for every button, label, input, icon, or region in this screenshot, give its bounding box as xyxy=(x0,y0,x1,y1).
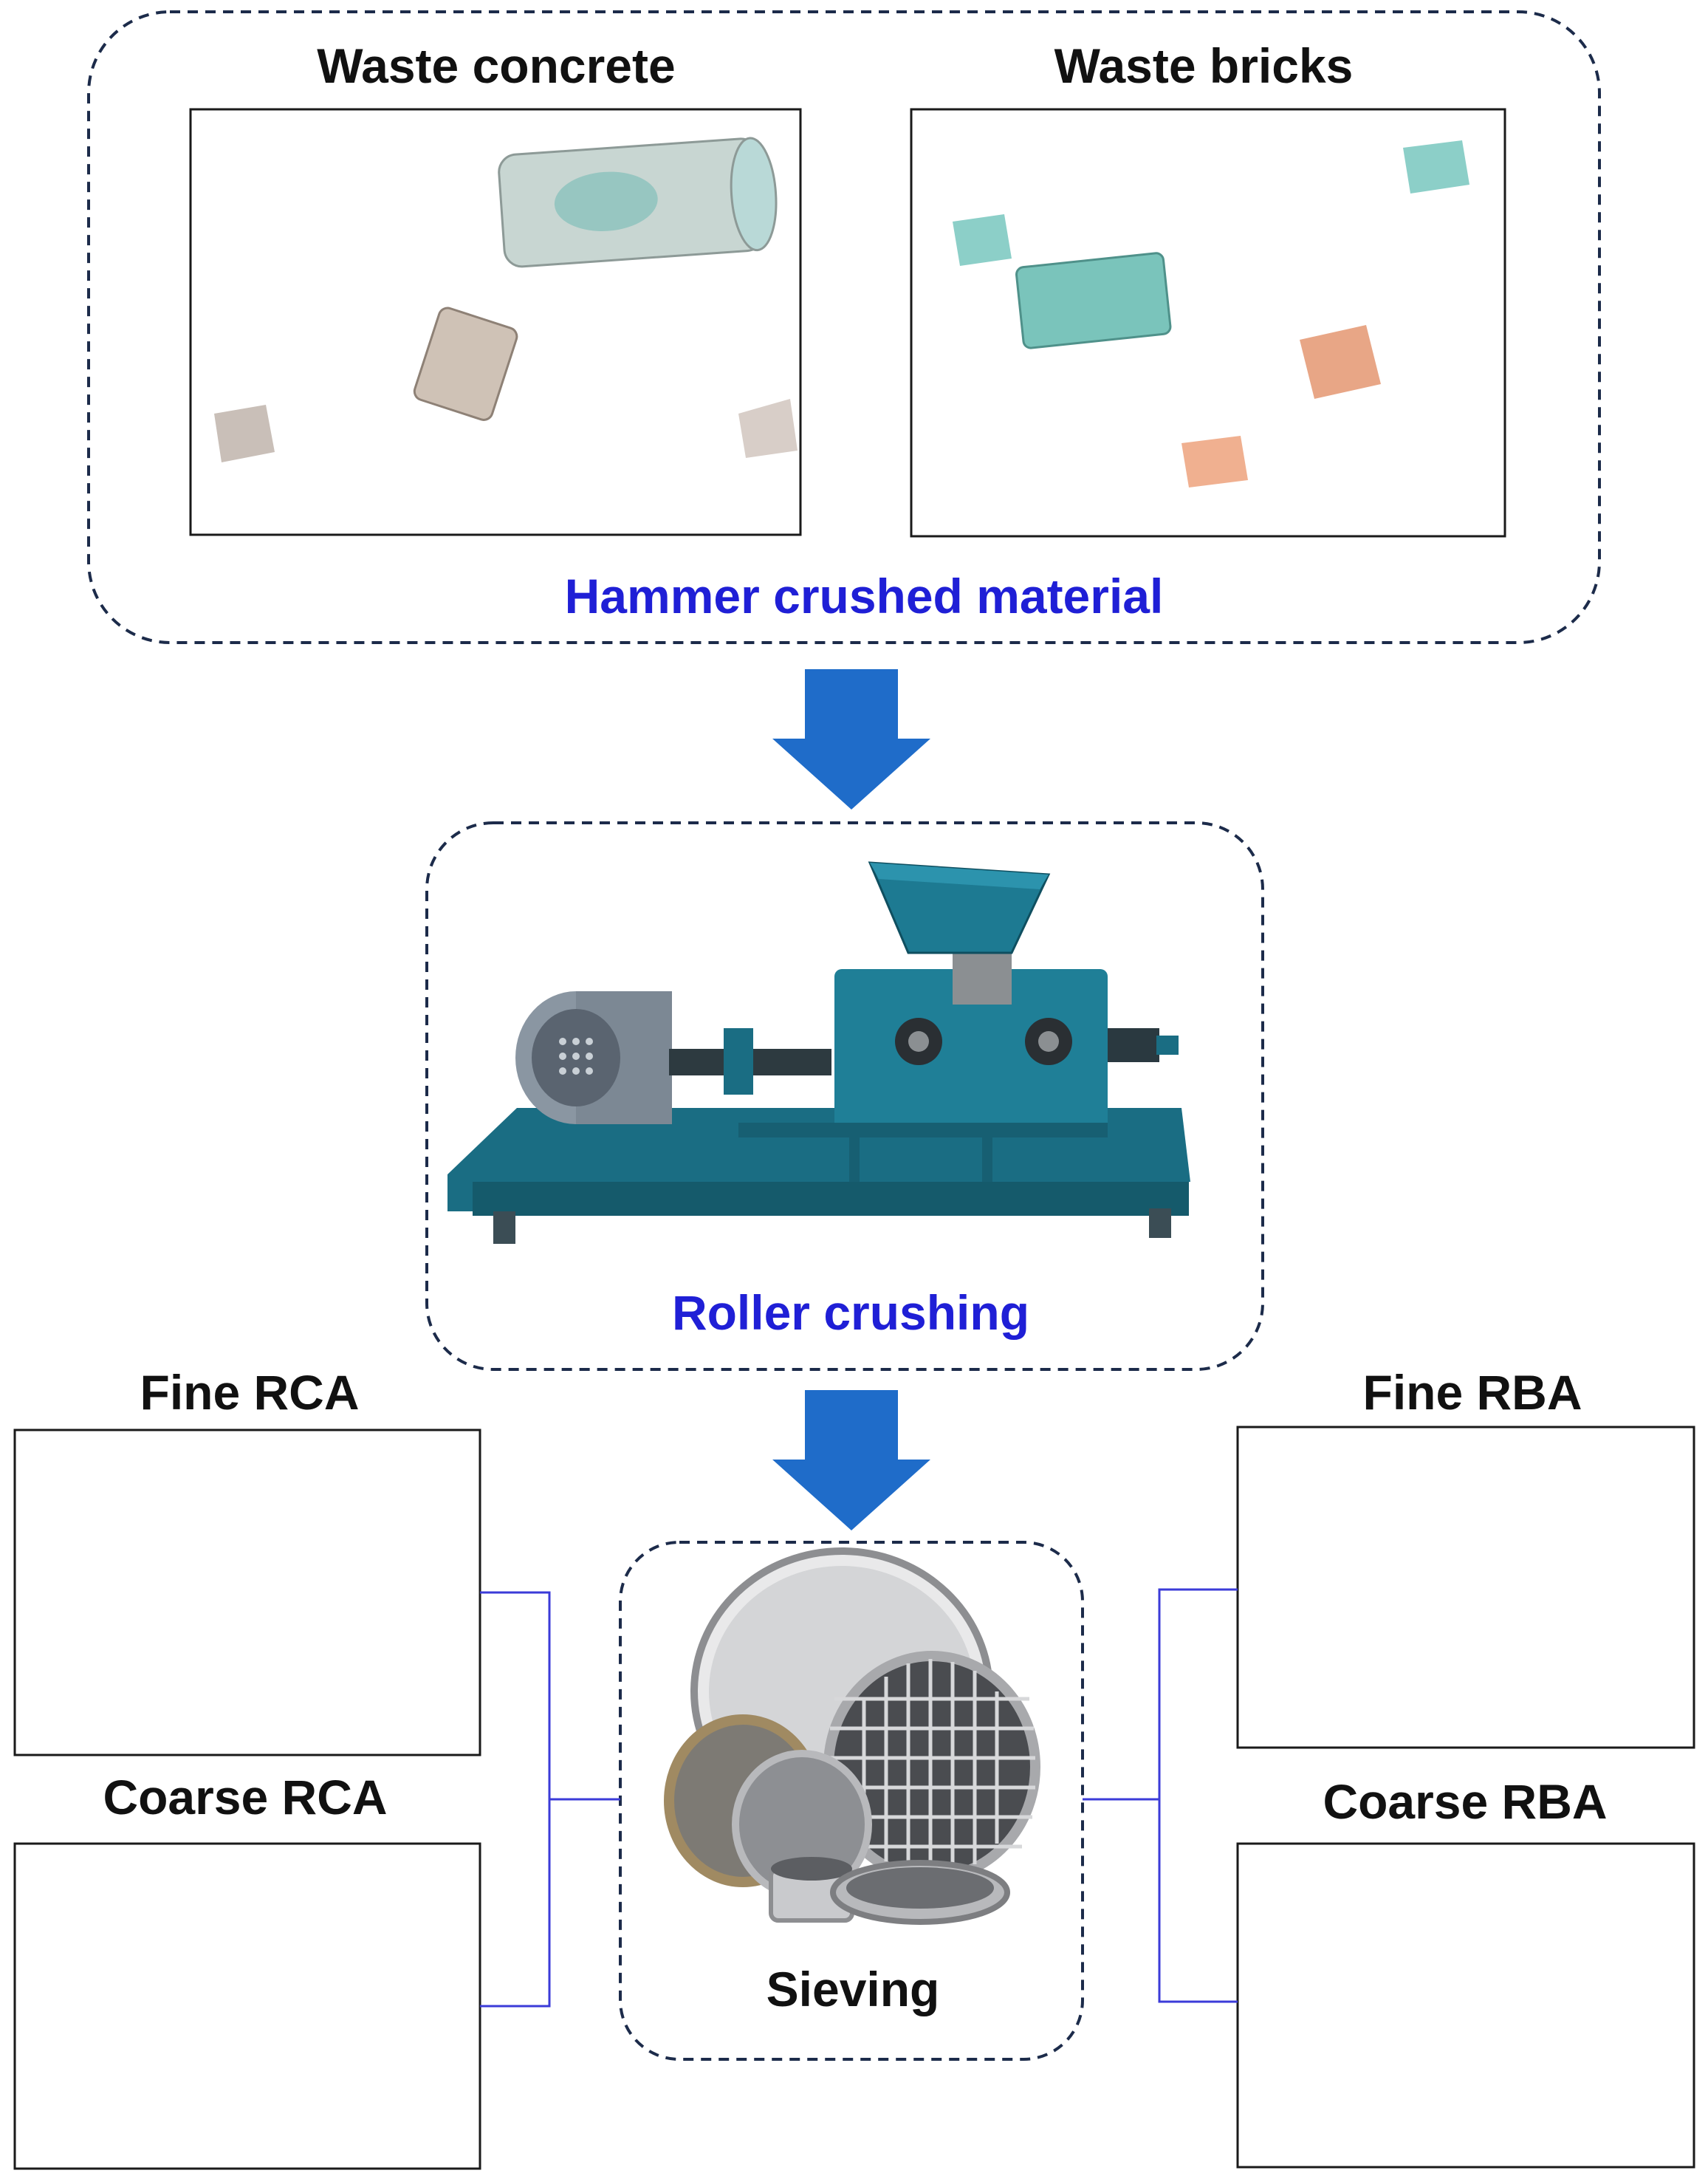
fine-rca-photo xyxy=(13,1429,481,1756)
coarse-rca-photo xyxy=(13,1842,481,2170)
roller-crushing-caption: Roller crushing xyxy=(672,1285,1029,1340)
coarse-rba-photo xyxy=(1236,1842,1695,2169)
fine-rca-label: Fine RCA xyxy=(140,1365,360,1420)
stage2-frame xyxy=(425,821,1264,1371)
stage3-frame xyxy=(619,1541,1084,2061)
coarse-rca-label: Coarse RCA xyxy=(103,1770,387,1824)
right-connector xyxy=(1083,1588,1238,2003)
waste-concrete-label: Waste concrete xyxy=(317,38,675,93)
waste-bricks-label: Waste bricks xyxy=(1054,38,1354,93)
down-arrow-1 xyxy=(772,669,930,810)
down-arrow-2 xyxy=(772,1390,930,1530)
fine-rba-label: Fine RBA xyxy=(1363,1365,1582,1420)
waste-bricks-photo xyxy=(910,108,1506,538)
sieves-photo xyxy=(664,1547,1040,1925)
hammer-crushed-caption: Hammer crushed material xyxy=(565,569,1164,623)
roller-crusher-photo xyxy=(447,861,1190,1244)
waste-concrete-photo xyxy=(189,108,802,536)
left-connector xyxy=(480,1591,620,2008)
stage1-frame xyxy=(87,10,1601,644)
fine-rba-photo xyxy=(1236,1426,1695,1749)
coarse-rba-label: Coarse RBA xyxy=(1323,1774,1607,1829)
sieving-caption: Sieving xyxy=(766,1962,940,2016)
